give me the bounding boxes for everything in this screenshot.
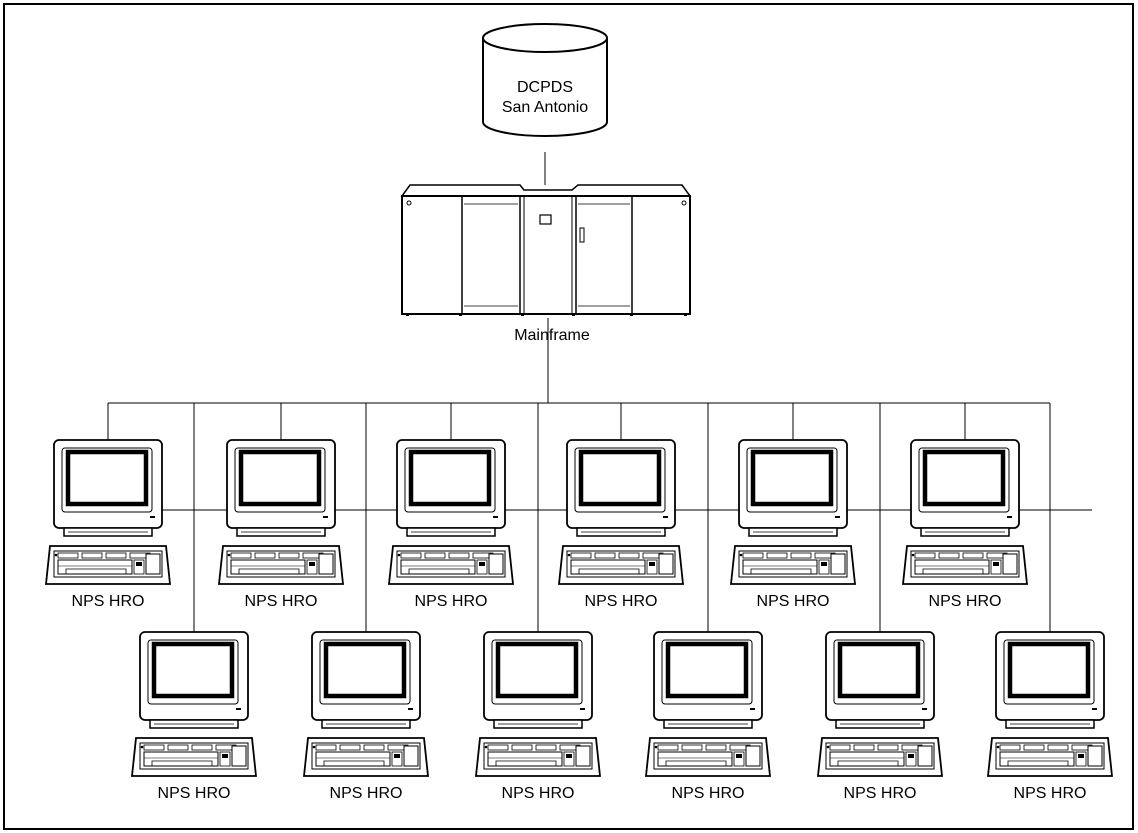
workstation-label: NPS HRO (71, 593, 145, 610)
workstation-label: NPS HRO (928, 593, 1002, 610)
workstation-label: NPS HRO (756, 593, 830, 610)
computer-workstation-icon (645, 631, 771, 777)
workstation-label: NPS HRO (1013, 785, 1087, 802)
workstation-label: NPS HRO (843, 785, 917, 802)
computer-workstation-icon (45, 439, 171, 585)
computer-workstation-icon (730, 439, 856, 585)
database-name: DCPDS (516, 79, 573, 96)
workstation-label: NPS HRO (584, 593, 658, 610)
mainframe-label: Mainframe (514, 327, 590, 344)
database-label: DCPDS San Antonio (485, 78, 605, 118)
database-location: San Antonio (501, 99, 589, 116)
computer-workstation-icon (303, 631, 429, 777)
workstation-label: NPS HRO (414, 593, 488, 610)
workstation-label: NPS HRO (329, 785, 403, 802)
workstation-label: NPS HRO (157, 785, 231, 802)
computer-workstation-icon (475, 631, 601, 777)
workstation-label: NPS HRO (671, 785, 745, 802)
workstation-label: NPS HRO (244, 593, 318, 610)
computer-workstation-icon (817, 631, 943, 777)
computer-workstation-icon (388, 439, 514, 585)
network-connectors (60, 152, 1092, 632)
computer-workstation-icon (558, 439, 684, 585)
computer-workstation-icon (131, 631, 257, 777)
computer-workstation-icon (218, 439, 344, 585)
workstation-label: NPS HRO (501, 785, 575, 802)
mainframe-icon (400, 184, 692, 316)
computer-workstation-icon (987, 631, 1113, 777)
workstations-group (45, 439, 1113, 777)
database-cylinder-icon (482, 23, 608, 137)
computer-workstation-icon (902, 439, 1028, 585)
